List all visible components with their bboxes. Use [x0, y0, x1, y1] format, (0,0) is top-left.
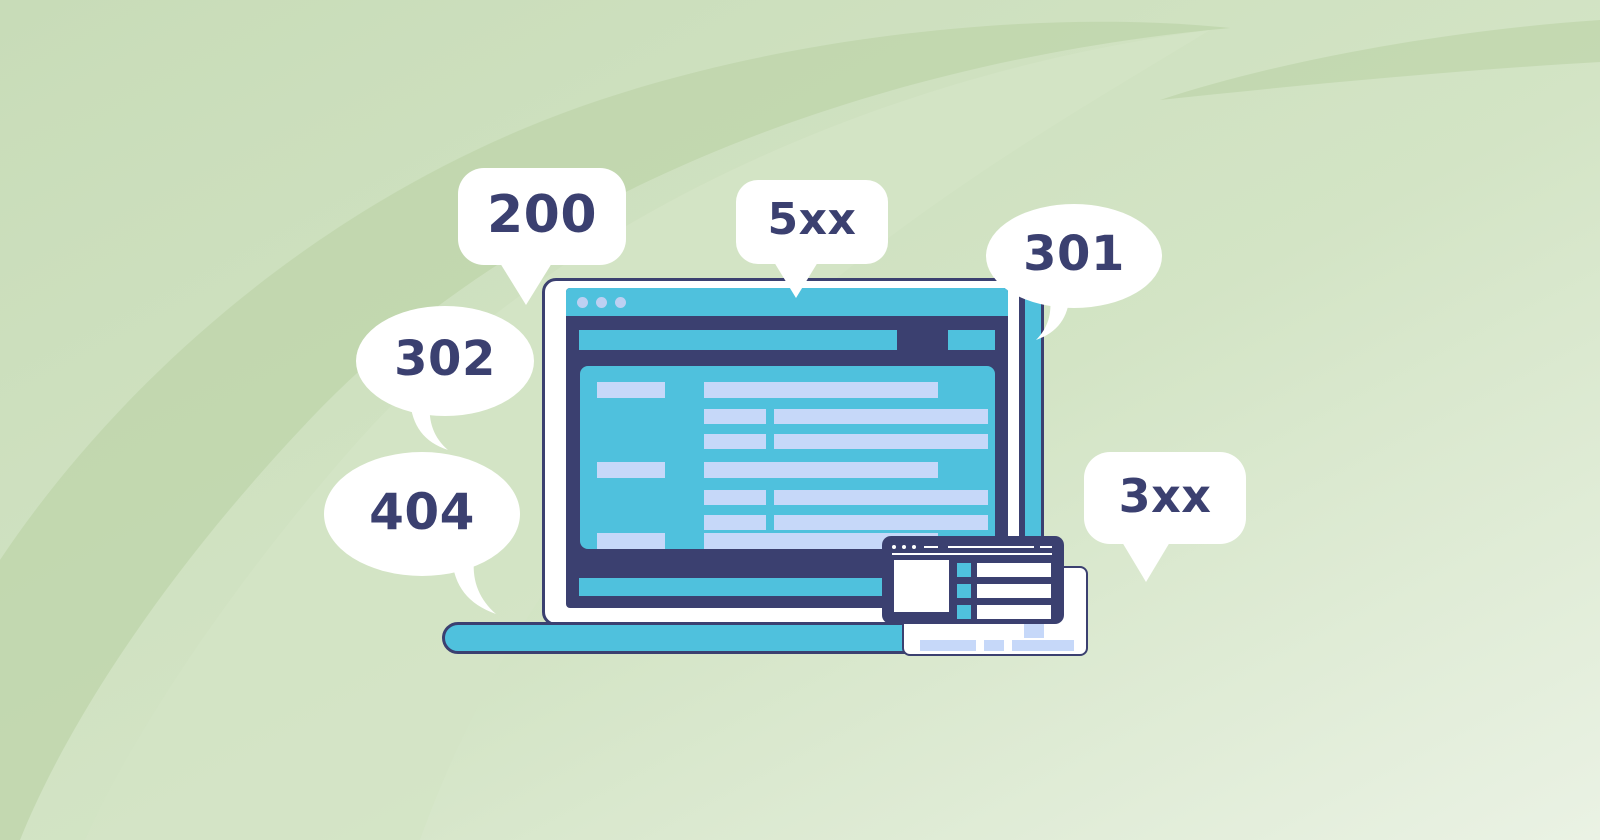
tablet-content-block	[920, 640, 976, 651]
bubble-tail-icon	[774, 262, 818, 298]
popup-titlebar-dash	[1040, 546, 1052, 548]
popup-bullet-icon	[957, 563, 971, 577]
content-value-block	[704, 382, 938, 398]
bubble-5xx-label: 5xx	[767, 194, 857, 245]
bubble-302-label: 302	[394, 331, 496, 387]
titlebar-dot-maximize-icon[interactable]	[615, 297, 626, 308]
content-value-block	[704, 462, 938, 478]
browser-go-button[interactable]	[948, 330, 995, 350]
bubble-tail-icon	[1122, 542, 1170, 582]
titlebar-dot-close-icon[interactable]	[577, 297, 588, 308]
bubble-404[interactable]: 404	[324, 452, 520, 614]
content-value-block	[774, 434, 988, 449]
content-value-block	[774, 515, 988, 530]
bubble-tail-icon	[500, 263, 552, 305]
content-label-block	[704, 409, 766, 424]
content-label-block	[704, 490, 766, 505]
bubble-3xx[interactable]: 3xx	[1084, 452, 1246, 582]
content-label-block	[704, 434, 766, 449]
content-label-block	[704, 515, 766, 530]
popup-window	[882, 536, 1064, 624]
popup-dot-maximize-icon[interactable]	[912, 545, 916, 549]
bubble-404-label: 404	[369, 483, 475, 541]
content-label-block	[597, 462, 665, 478]
content-label-block	[597, 382, 665, 398]
titlebar-dot-minimize-icon[interactable]	[596, 297, 607, 308]
tablet-content-block	[1012, 640, 1074, 651]
content-label-block	[597, 533, 665, 549]
content-value-block	[774, 409, 988, 424]
browser-address-bar[interactable]	[579, 330, 897, 350]
bubble-200[interactable]: 200	[458, 168, 626, 305]
bubble-tail-icon	[410, 400, 448, 450]
swoosh-sliver	[1160, 20, 1600, 100]
tablet-content-block	[1024, 624, 1044, 638]
popup-list-row	[977, 605, 1051, 619]
content-value-block	[704, 533, 938, 549]
popup-address-line	[948, 546, 1034, 548]
popup-dot-minimize-icon[interactable]	[902, 545, 906, 549]
bubble-301[interactable]: 301	[986, 204, 1162, 340]
popup-dot-close-icon[interactable]	[892, 545, 896, 549]
bubble-200-label: 200	[486, 184, 598, 245]
bubble-5xx[interactable]: 5xx	[736, 180, 888, 298]
popup-bullet-icon	[957, 584, 971, 598]
tablet-content-block	[984, 640, 1004, 651]
bubble-tail-icon	[452, 558, 496, 614]
popup-list-row	[977, 584, 1051, 598]
bubble-3xx-label: 3xx	[1118, 469, 1212, 523]
popup-list-row	[977, 563, 1051, 577]
popup-bullet-icon	[957, 605, 971, 619]
browser-content-panel	[580, 366, 995, 549]
popup-thumbnail	[894, 560, 949, 612]
bubble-301-label: 301	[1023, 226, 1125, 282]
popup-titlebar-dash	[924, 546, 938, 548]
content-value-block	[774, 490, 988, 505]
bubble-302[interactable]: 302	[356, 306, 534, 450]
bubble-tail-icon	[1036, 294, 1070, 340]
popup-divider	[892, 553, 1052, 555]
